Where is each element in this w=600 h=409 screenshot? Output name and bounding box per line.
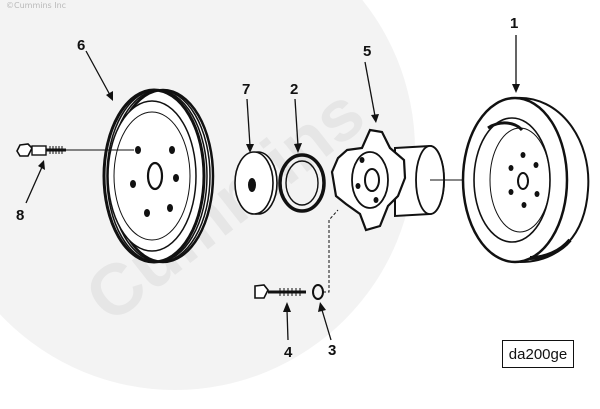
- callout-8: 8: [16, 207, 25, 224]
- washer-7: [234, 151, 278, 215]
- o-ring-2: [278, 153, 326, 213]
- figure-code-box: da200ge: [502, 340, 574, 368]
- pulley-bolt-holes: [130, 146, 179, 217]
- figure-code: da200ge: [508, 345, 568, 363]
- capscrew-4: [254, 284, 306, 299]
- callout-6: 6: [77, 37, 86, 54]
- assembly-line-3: [323, 209, 339, 293]
- callout-7: 7: [242, 81, 251, 98]
- leader-lines: [25, 35, 520, 341]
- callout-2: 2: [290, 81, 299, 98]
- callout-4: 4: [284, 344, 293, 361]
- adapter-5: [330, 128, 520, 232]
- callout-3: 3: [328, 342, 337, 359]
- capscrew-8: [16, 143, 134, 157]
- copyright-notice: ©Cummins Inc: [6, 1, 67, 10]
- vibration-damper-1: [461, 96, 590, 264]
- callout-1: 1: [510, 15, 519, 32]
- pulley: [102, 88, 215, 264]
- callout-5: 5: [363, 43, 372, 60]
